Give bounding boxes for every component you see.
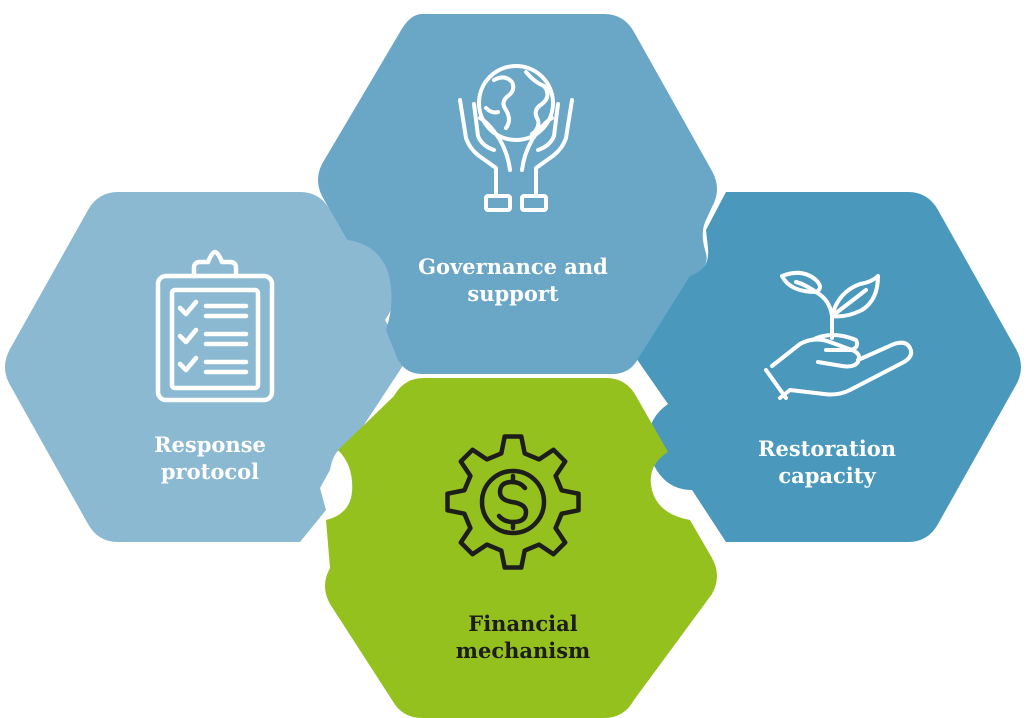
- hexagon-response-protocol: [5, 192, 408, 542]
- left-cuff-outline: [484, 194, 512, 212]
- globe-continent-east: [524, 70, 550, 136]
- checklist-lines-2: [203, 331, 249, 347]
- label-restoration-line1: Restoration: [758, 436, 896, 461]
- label-response-line2: protocol: [160, 459, 260, 484]
- checklist-lines-1: [203, 303, 249, 319]
- sprout-left-leaf: [780, 270, 822, 294]
- coin-outline: [479, 468, 547, 536]
- clipboard-checklist-icon: [155, 249, 275, 403]
- clipboard-paper-outline: [169, 287, 261, 391]
- sprout-right-vein: [830, 288, 868, 318]
- label-governance-and-support: Governance and support: [403, 253, 623, 307]
- label-response-line1: Response: [154, 432, 266, 457]
- globe-island: [484, 106, 500, 115]
- hands-holding-globe-icon: [458, 64, 574, 212]
- sprout-right-leaf: [830, 274, 880, 319]
- clipboard-clip-outline: [191, 249, 239, 279]
- label-financial-line2: mechanism: [455, 638, 591, 663]
- left-hand-outline: [458, 98, 512, 198]
- checklist-lines-3: [203, 359, 249, 375]
- label-restoration-capacity: Restoration capacity: [727, 435, 927, 489]
- right-hand-outline: [520, 98, 574, 198]
- gear-dollar-icon: [445, 434, 581, 570]
- check-mark-3: [177, 355, 199, 373]
- hexagon-financial-mechanism: [325, 378, 717, 718]
- wrist-outline: [764, 368, 788, 400]
- sprout-left-vein: [794, 280, 818, 294]
- clipboard-board-outline: [155, 273, 275, 403]
- hexagon-governance-and-support: [318, 14, 717, 374]
- label-governance-line2: support: [467, 281, 559, 306]
- label-financial-line1: Financial: [468, 611, 578, 636]
- label-financial-mechanism: Financial mechanism: [423, 610, 623, 664]
- globe-outline: [477, 64, 555, 142]
- hexagon-restoration-capacity: [636, 192, 1021, 542]
- check-mark-1: [177, 299, 199, 317]
- hand-holding-sprout-icon: [764, 270, 914, 400]
- open-hand-outline: [770, 337, 914, 400]
- label-response-protocol: Response protocol: [110, 431, 310, 485]
- label-restoration-line2: capacity: [778, 463, 876, 488]
- right-cuff-outline: [520, 194, 548, 212]
- check-mark-2: [177, 327, 199, 345]
- label-governance-line1: Governance and: [418, 254, 608, 279]
- globe-continent-west: [492, 75, 516, 130]
- gear-outline: [445, 434, 581, 570]
